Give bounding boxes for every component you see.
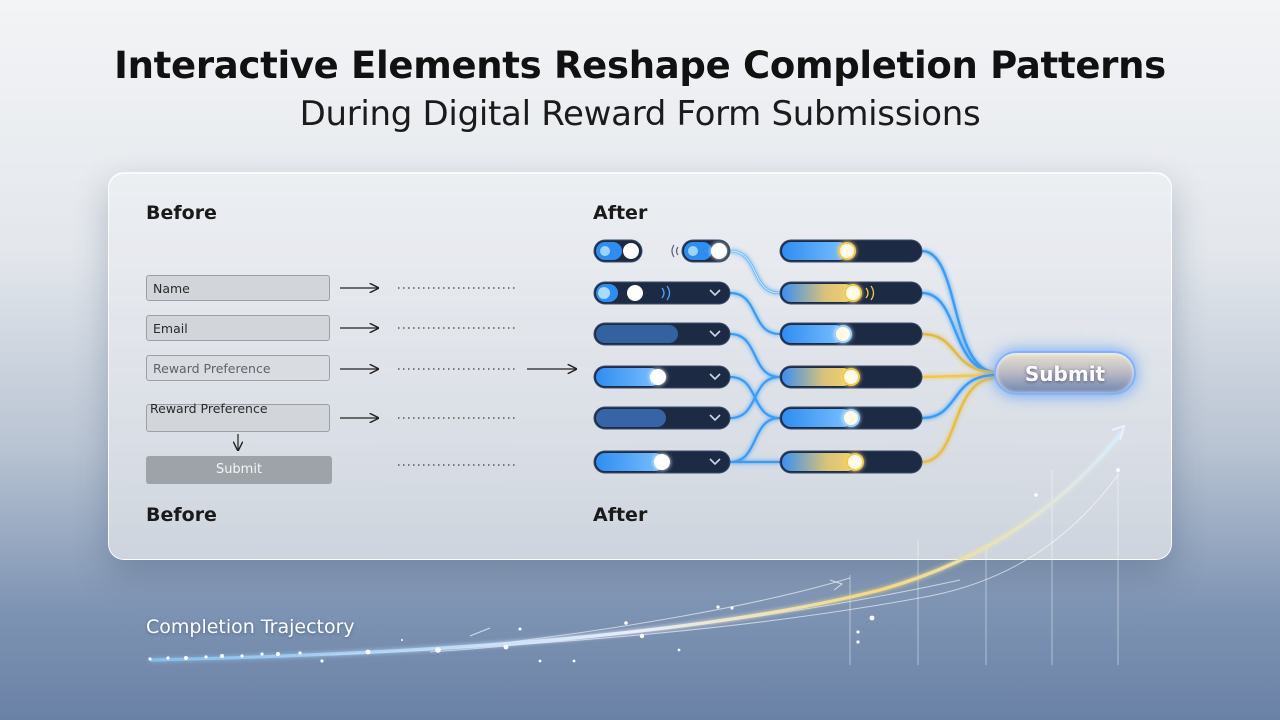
before-label-bottom: Before	[146, 504, 217, 526]
to-submit-connectors	[921, 249, 997, 464]
chevron-down-icon	[709, 458, 721, 466]
trajectory-pointer	[469, 627, 491, 637]
trajectory-arrowhead-small	[829, 579, 844, 591]
before-arrows	[238, 288, 576, 450]
highlight-connector	[729, 250, 781, 294]
trajectory-dots	[148, 468, 1120, 663]
after-right-sliders	[779, 239, 923, 474]
reward-preference-field-2[interactable]: Reward Preference	[146, 402, 330, 432]
signal-waves-icon	[865, 285, 875, 301]
trajectory-arrowhead	[1111, 424, 1126, 441]
toggle-icon	[593, 239, 643, 263]
chevron-down-icon	[709, 330, 721, 338]
name-field[interactable]: Name	[146, 275, 330, 301]
trajectory-label: Completion Trajectory	[146, 616, 355, 638]
submit-button[interactable]: Submit	[994, 351, 1136, 395]
toggle-icon	[681, 239, 731, 263]
old-submit-button[interactable]: Submit	[146, 456, 332, 484]
chevron-down-icon	[709, 289, 721, 297]
after-label-bottom: After	[593, 504, 648, 526]
after-label-top: After	[593, 202, 648, 224]
email-field[interactable]: Email	[146, 315, 330, 341]
reward-preference-field[interactable]: Reward Preference	[146, 355, 330, 381]
after-left-controls	[593, 239, 731, 474]
trajectory-curve	[149, 431, 1124, 662]
page-title: Interactive Elements Reshape Completion …	[114, 44, 1166, 87]
dotted-connectors	[398, 287, 516, 466]
sparkle-dots	[1035, 317, 1142, 354]
blue-connectors	[729, 249, 781, 464]
chevron-down-icon	[709, 373, 721, 381]
before-label-top: Before	[146, 202, 217, 224]
trajectory-grid	[849, 470, 1119, 665]
signal-waves-icon	[661, 285, 671, 301]
signal-waves-icon	[671, 244, 679, 258]
trajectory-thin-lines	[329, 474, 1119, 656]
chevron-down-icon	[709, 414, 721, 422]
page-subtitle: During Digital Reward Form Submissions	[299, 94, 981, 134]
